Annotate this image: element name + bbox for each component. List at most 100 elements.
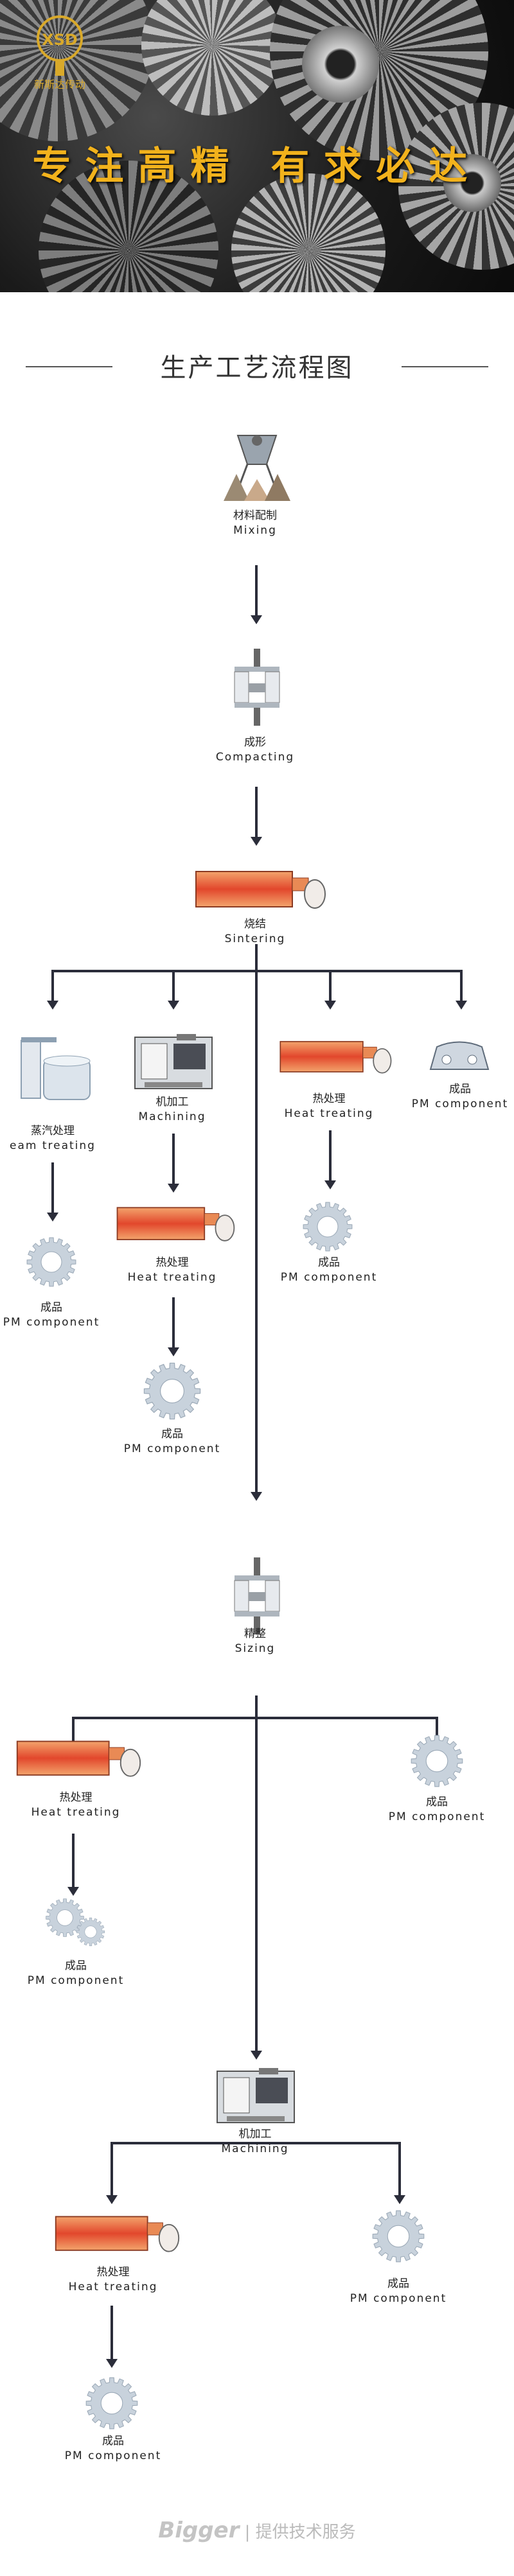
pm-heat2-en: PM component <box>27 1974 125 1987</box>
step-steam-cn: 蒸汽处理 <box>31 1125 75 1137</box>
connector-line <box>111 2306 113 2360</box>
step-sizing-cn: 精整 <box>244 1627 266 1640</box>
pm-gear-icon <box>411 1735 463 1787</box>
pm-gear-icon <box>85 2377 138 2430</box>
step-mixing-en: Mixing <box>233 524 277 537</box>
cnc-machine-icon <box>217 2068 295 2123</box>
connector-line <box>460 970 463 1002</box>
press-die-icon <box>234 649 280 726</box>
company-logo-icon: XSD <box>37 15 83 76</box>
pm-gear-small-icon <box>76 1917 105 1947</box>
pm-right-en: PM component <box>411 1098 509 1110</box>
step-pm-component-machining: 成品 PM component <box>114 1427 230 1457</box>
arrow-down-icon <box>394 2195 405 2204</box>
step-heat-treating-3: 热处理 Heat treating <box>55 2265 171 2295</box>
pm-heat1-en: PM component <box>280 1271 378 1284</box>
step-sizing-en: Sizing <box>235 1642 276 1655</box>
step-pm-component-heat-3: 成品 PM component <box>55 2434 171 2464</box>
footer-separator: | <box>244 2523 256 2542</box>
pm-heat3-en: PM component <box>64 2449 162 2462</box>
connector-line <box>72 1834 75 1888</box>
gear-decoration-icon <box>231 173 386 292</box>
title-divider-left <box>26 366 112 367</box>
step-mixing: 材料配制 Mixing <box>197 509 313 538</box>
heat-mach-en: Heat treating <box>127 1271 217 1284</box>
step-compacting-en: Compacting <box>215 751 295 764</box>
mixing-hopper-icon <box>224 435 290 501</box>
furnace-icon <box>116 1207 235 1241</box>
connector-line <box>51 1162 54 1214</box>
step-machining-2-cn: 机加工 <box>238 2128 272 2141</box>
footer: Bigger | 提供技术服务 <box>0 2518 514 2543</box>
arrow-down-icon <box>324 1180 336 1189</box>
connector-line <box>329 970 332 1002</box>
steam-vessel-icon <box>21 1037 91 1100</box>
step-sintering: 烧结 Sintering <box>197 917 313 947</box>
gear-hub-icon <box>443 154 501 212</box>
arrow-down-icon <box>251 837 262 846</box>
arrow-down-icon <box>251 1492 262 1501</box>
heat3-cn: 热处理 <box>96 2266 130 2279</box>
arrow-down-icon <box>251 615 262 624</box>
step-steam-treating: 蒸汽处理 eam treating <box>0 1124 111 1153</box>
connector-line <box>172 1134 175 1185</box>
arrow-down-icon <box>168 1347 179 1356</box>
step-sintering-en: Sintering <box>224 933 286 945</box>
heat3-en: Heat treating <box>68 2281 158 2293</box>
pm-mach-en: PM component <box>123 1442 221 1455</box>
connector-line <box>172 1297 175 1349</box>
arrow-down-icon <box>47 1213 58 1222</box>
gear-decoration-icon <box>141 0 283 116</box>
pm-gear-icon <box>46 1898 84 1937</box>
connector-line <box>255 565 258 617</box>
furnace-icon <box>16 1740 141 1777</box>
step-machining-1-cn: 机加工 <box>155 1096 189 1108</box>
pm-sizing-cn: 成品 <box>426 1796 448 1809</box>
connector-line <box>172 970 175 1002</box>
step-heat-1-en: Heat treating <box>284 1107 374 1120</box>
step-sizing: 精整 Sizing <box>197 1627 313 1656</box>
furnace-icon <box>279 1040 392 1074</box>
heat2-cn: 热处理 <box>59 1791 93 1804</box>
pm-steam-cn: 成品 <box>40 1301 62 1314</box>
heat2-en: Heat treating <box>31 1806 121 1819</box>
pm-gear-icon <box>143 1362 201 1420</box>
hero-banner: XSD 新斯达传动 专注高精 有求必达 <box>0 0 514 292</box>
furnace-icon <box>55 2216 180 2252</box>
step-machining-1: 机加工 Machining <box>114 1095 230 1125</box>
connector-line <box>329 1130 332 1182</box>
pm-gear-icon <box>26 1237 76 1287</box>
arrow-down-icon <box>168 1001 179 1010</box>
pm-gear-icon <box>372 2210 425 2263</box>
furnace-icon <box>195 871 326 909</box>
connector-line <box>51 970 54 1002</box>
step-heat-1-cn: 热处理 <box>312 1092 346 1105</box>
step-pm-component-sizing: 成品 PM component <box>379 1795 495 1825</box>
step-heat-treating-machining: 热处理 Heat treating <box>114 1256 230 1285</box>
step-pm-component-right: 成品 PM component <box>402 1082 514 1112</box>
arrow-down-icon <box>251 2051 262 2060</box>
connector-line <box>111 2142 113 2196</box>
arrow-down-icon <box>456 1001 467 1010</box>
step-machining-1-en: Machining <box>138 1110 206 1123</box>
pm-mach-cn: 成品 <box>161 1428 183 1441</box>
step-pm-component-heat-2: 成品 PM component <box>18 1959 134 1988</box>
arrow-down-icon <box>67 1887 79 1896</box>
step-pm-component-steam: 成品 PM component <box>0 1301 109 1330</box>
step-mixing-cn: 材料配制 <box>233 509 277 522</box>
pm-heat1-cn: 成品 <box>318 1256 340 1269</box>
title-divider-right <box>402 366 488 367</box>
arrow-down-icon <box>168 1184 179 1193</box>
pm-steam-en: PM component <box>3 1316 100 1329</box>
pm-sizing-en: PM component <box>388 1810 486 1823</box>
gear-hub-icon <box>302 26 379 103</box>
connector-line <box>255 1695 258 2052</box>
step-sintering-cn: 烧结 <box>244 918 266 931</box>
step-steam-en: eam treating <box>10 1139 96 1152</box>
pm-mach2-cn: 成品 <box>387 2277 409 2290</box>
step-pm-component-heat-1: 成品 PM component <box>271 1256 387 1285</box>
sizing-press-icon <box>234 1557 280 1634</box>
arrow-down-icon <box>106 2195 118 2204</box>
pm-gear-icon <box>303 1202 353 1252</box>
step-pm-component-machining-2: 成品 PM component <box>341 2277 456 2306</box>
